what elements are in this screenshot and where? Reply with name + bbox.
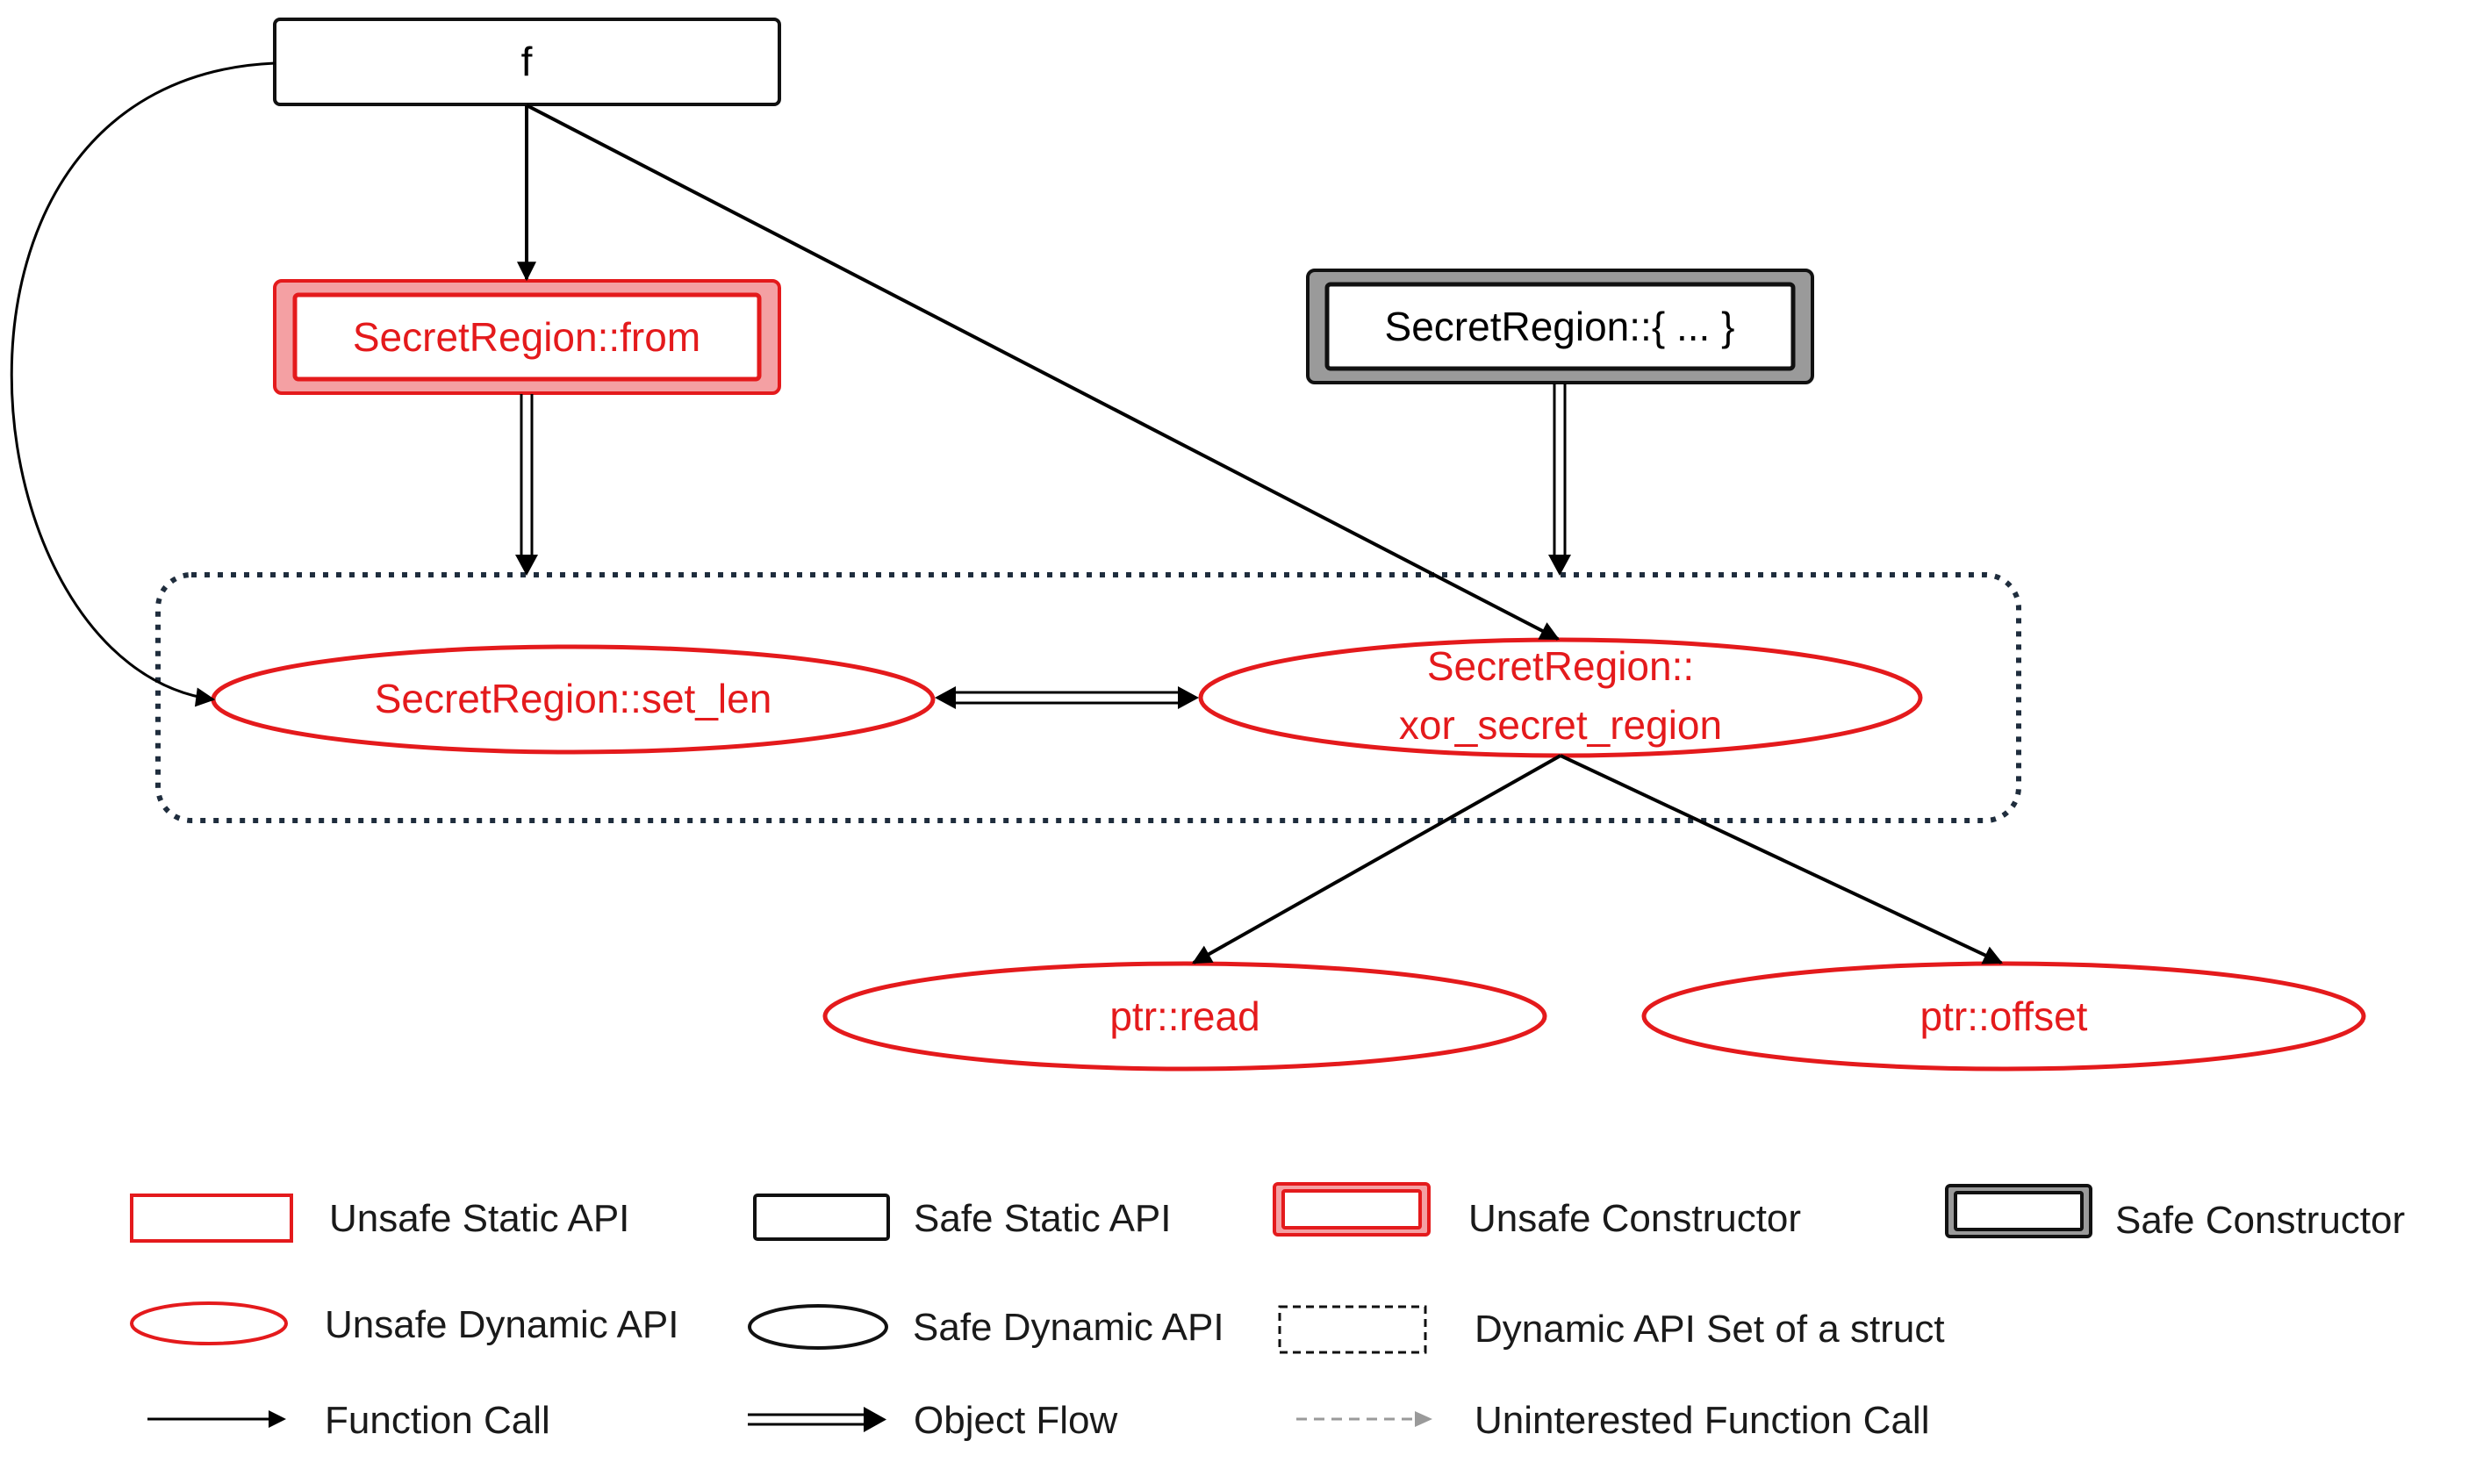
legend-object-flow-swatch — [748, 1407, 886, 1432]
legend-unsafe-dynamic-swatch — [130, 1301, 288, 1345]
legend-unsafe-static-swatch — [130, 1194, 293, 1243]
legend-function-call-label: Function Call — [325, 1399, 550, 1442]
legend: Unsafe Static API Safe Static API Unsafe… — [130, 1182, 2405, 1442]
legend-uninterested-call-label: Uninterested Function Call — [1475, 1399, 1929, 1442]
node-ptr-offset-label: ptr::offset — [1920, 993, 2088, 1039]
edge-f-to-xor — [526, 104, 1560, 641]
legend-struct-set-label: Dynamic API Set of a struct — [1475, 1308, 1945, 1351]
edge-from-object-flow — [515, 394, 538, 576]
edge-safe-ctor-object-flow — [1548, 384, 1571, 576]
edge-xor-to-ptr-read — [1192, 754, 1561, 964]
node-secretregion-xor-secret-region[interactable]: SecretRegion:: xor_secret_region — [1198, 637, 1923, 758]
legend-safe-dynamic-label: Safe Dynamic API — [913, 1306, 1224, 1349]
node-secretregion-set-len[interactable]: SecretRegion::set_len — [211, 644, 936, 755]
legend-uninterested-call-swatch — [1296, 1411, 1432, 1427]
legend-unsafe-ctor-swatch — [1273, 1182, 1431, 1237]
node-f[interactable]: f — [273, 18, 781, 106]
node-xor-label-line2: xor_secret_region — [1399, 702, 1722, 748]
node-secretregion-from-label: SecretRegion::from — [353, 314, 700, 360]
legend-safe-static-swatch — [753, 1194, 890, 1241]
legend-safe-dynamic-swatch — [748, 1304, 888, 1350]
node-ptr-read-label: ptr::read — [1109, 993, 1259, 1039]
node-xor-label-line1: SecretRegion:: — [1427, 643, 1694, 689]
legend-safe-ctor-label: Safe Constructor — [2115, 1199, 2405, 1242]
edge-xor-to-ptr-offset — [1560, 754, 2003, 964]
legend-safe-ctor-swatch — [1945, 1184, 2092, 1238]
edge-set-len-xor-object-flow — [935, 686, 1199, 709]
legend-safe-static-label: Safe Static API — [914, 1197, 1172, 1240]
legend-struct-set-swatch — [1278, 1305, 1427, 1354]
legend-unsafe-static-label: Unsafe Static API — [329, 1197, 629, 1240]
node-secretregion-set-len-label: SecretRegion::set_len — [375, 676, 772, 721]
struct-dynamic-api-set — [155, 572, 2021, 823]
legend-object-flow-label: Object Flow — [914, 1399, 1118, 1442]
node-secretregion-from[interactable]: SecretRegion::from — [273, 279, 781, 395]
node-ptr-offset[interactable]: ptr::offset — [1641, 961, 2366, 1072]
node-secretregion-safe-constructor-label: SecretRegion::{ ... } — [1385, 304, 1735, 349]
node-ptr-read[interactable]: ptr::read — [822, 961, 1547, 1072]
node-f-label: f — [521, 39, 533, 84]
legend-unsafe-ctor-label: Unsafe Constructor — [1468, 1197, 1801, 1240]
legend-unsafe-dynamic-label: Unsafe Dynamic API — [325, 1303, 679, 1346]
edge-f-to-set-len — [10, 61, 276, 707]
node-secretregion-safe-constructor[interactable]: SecretRegion::{ ... } — [1306, 269, 1814, 384]
